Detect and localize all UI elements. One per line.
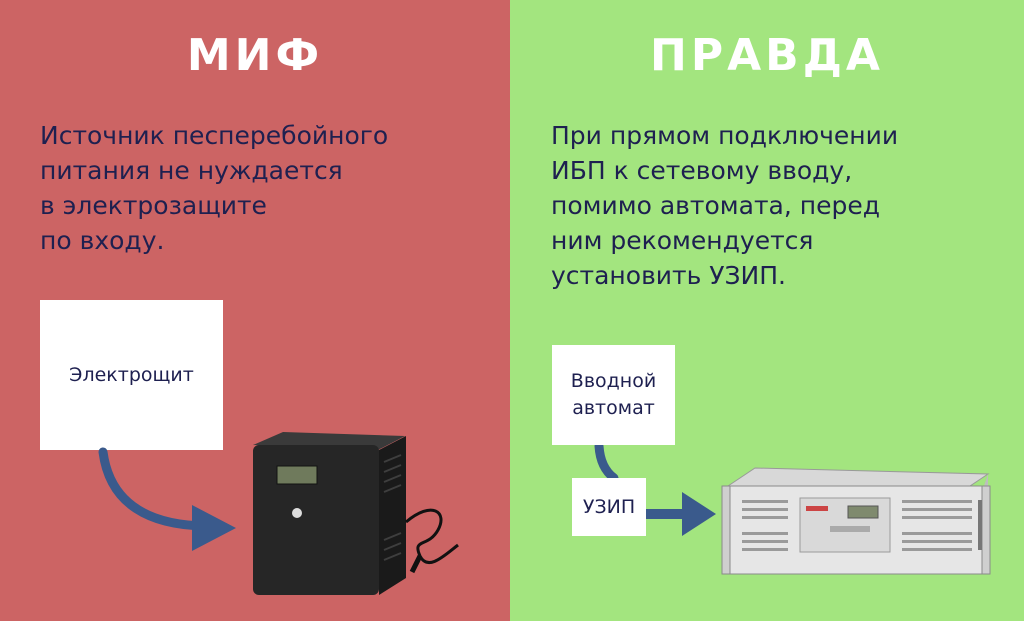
- rack-ups-icon: [721, 467, 991, 575]
- myth-title: МИФ: [186, 30, 324, 81]
- ups-tower-icon: [253, 432, 459, 595]
- truth-title: ПРАВДА: [650, 30, 884, 81]
- myth-arrow: [98, 447, 210, 531]
- truth-statement-line: ИБП к сетевому вводу,: [551, 156, 853, 185]
- truth-illustration: [594, 441, 991, 575]
- myth-statement-line: Источник песперебойного: [40, 121, 389, 150]
- myth-statement-line: в электрозащите: [40, 191, 267, 220]
- myth-panel: МИФ Источник песперебойного питания не н…: [0, 0, 510, 621]
- truth-connector: [594, 441, 619, 483]
- truth-statement-line: При прямом подключении: [551, 121, 899, 150]
- truth-arrowhead: [682, 492, 716, 536]
- myth-statement-line: питания не нуждается: [40, 156, 343, 185]
- electrical-panel-box: Электрощит: [40, 300, 223, 450]
- input-breaker-box: Вводной автомат: [552, 345, 675, 445]
- truth-panel: ПРАВДА При прямом подключении ИБП к сете…: [510, 0, 1024, 621]
- myth-illustration: [98, 432, 459, 595]
- truth-statement-line: помимо автомата, перед: [551, 191, 880, 220]
- input-breaker-line: Вводной: [570, 370, 657, 393]
- truth-statement: При прямом подключении ИБП к сетевому вв…: [551, 118, 1021, 293]
- myth-statement: Источник песперебойного питания не нужда…: [40, 118, 500, 258]
- truth-statement-line: ним рекомендуется: [551, 226, 814, 255]
- truth-statement-line: установить УЗИП.: [551, 261, 786, 290]
- surge-protector-box: УЗИП: [572, 478, 646, 536]
- input-breaker-line: автомат: [572, 397, 655, 419]
- myth-arrowhead: [192, 505, 236, 551]
- myth-statement-line: по входу.: [40, 226, 165, 255]
